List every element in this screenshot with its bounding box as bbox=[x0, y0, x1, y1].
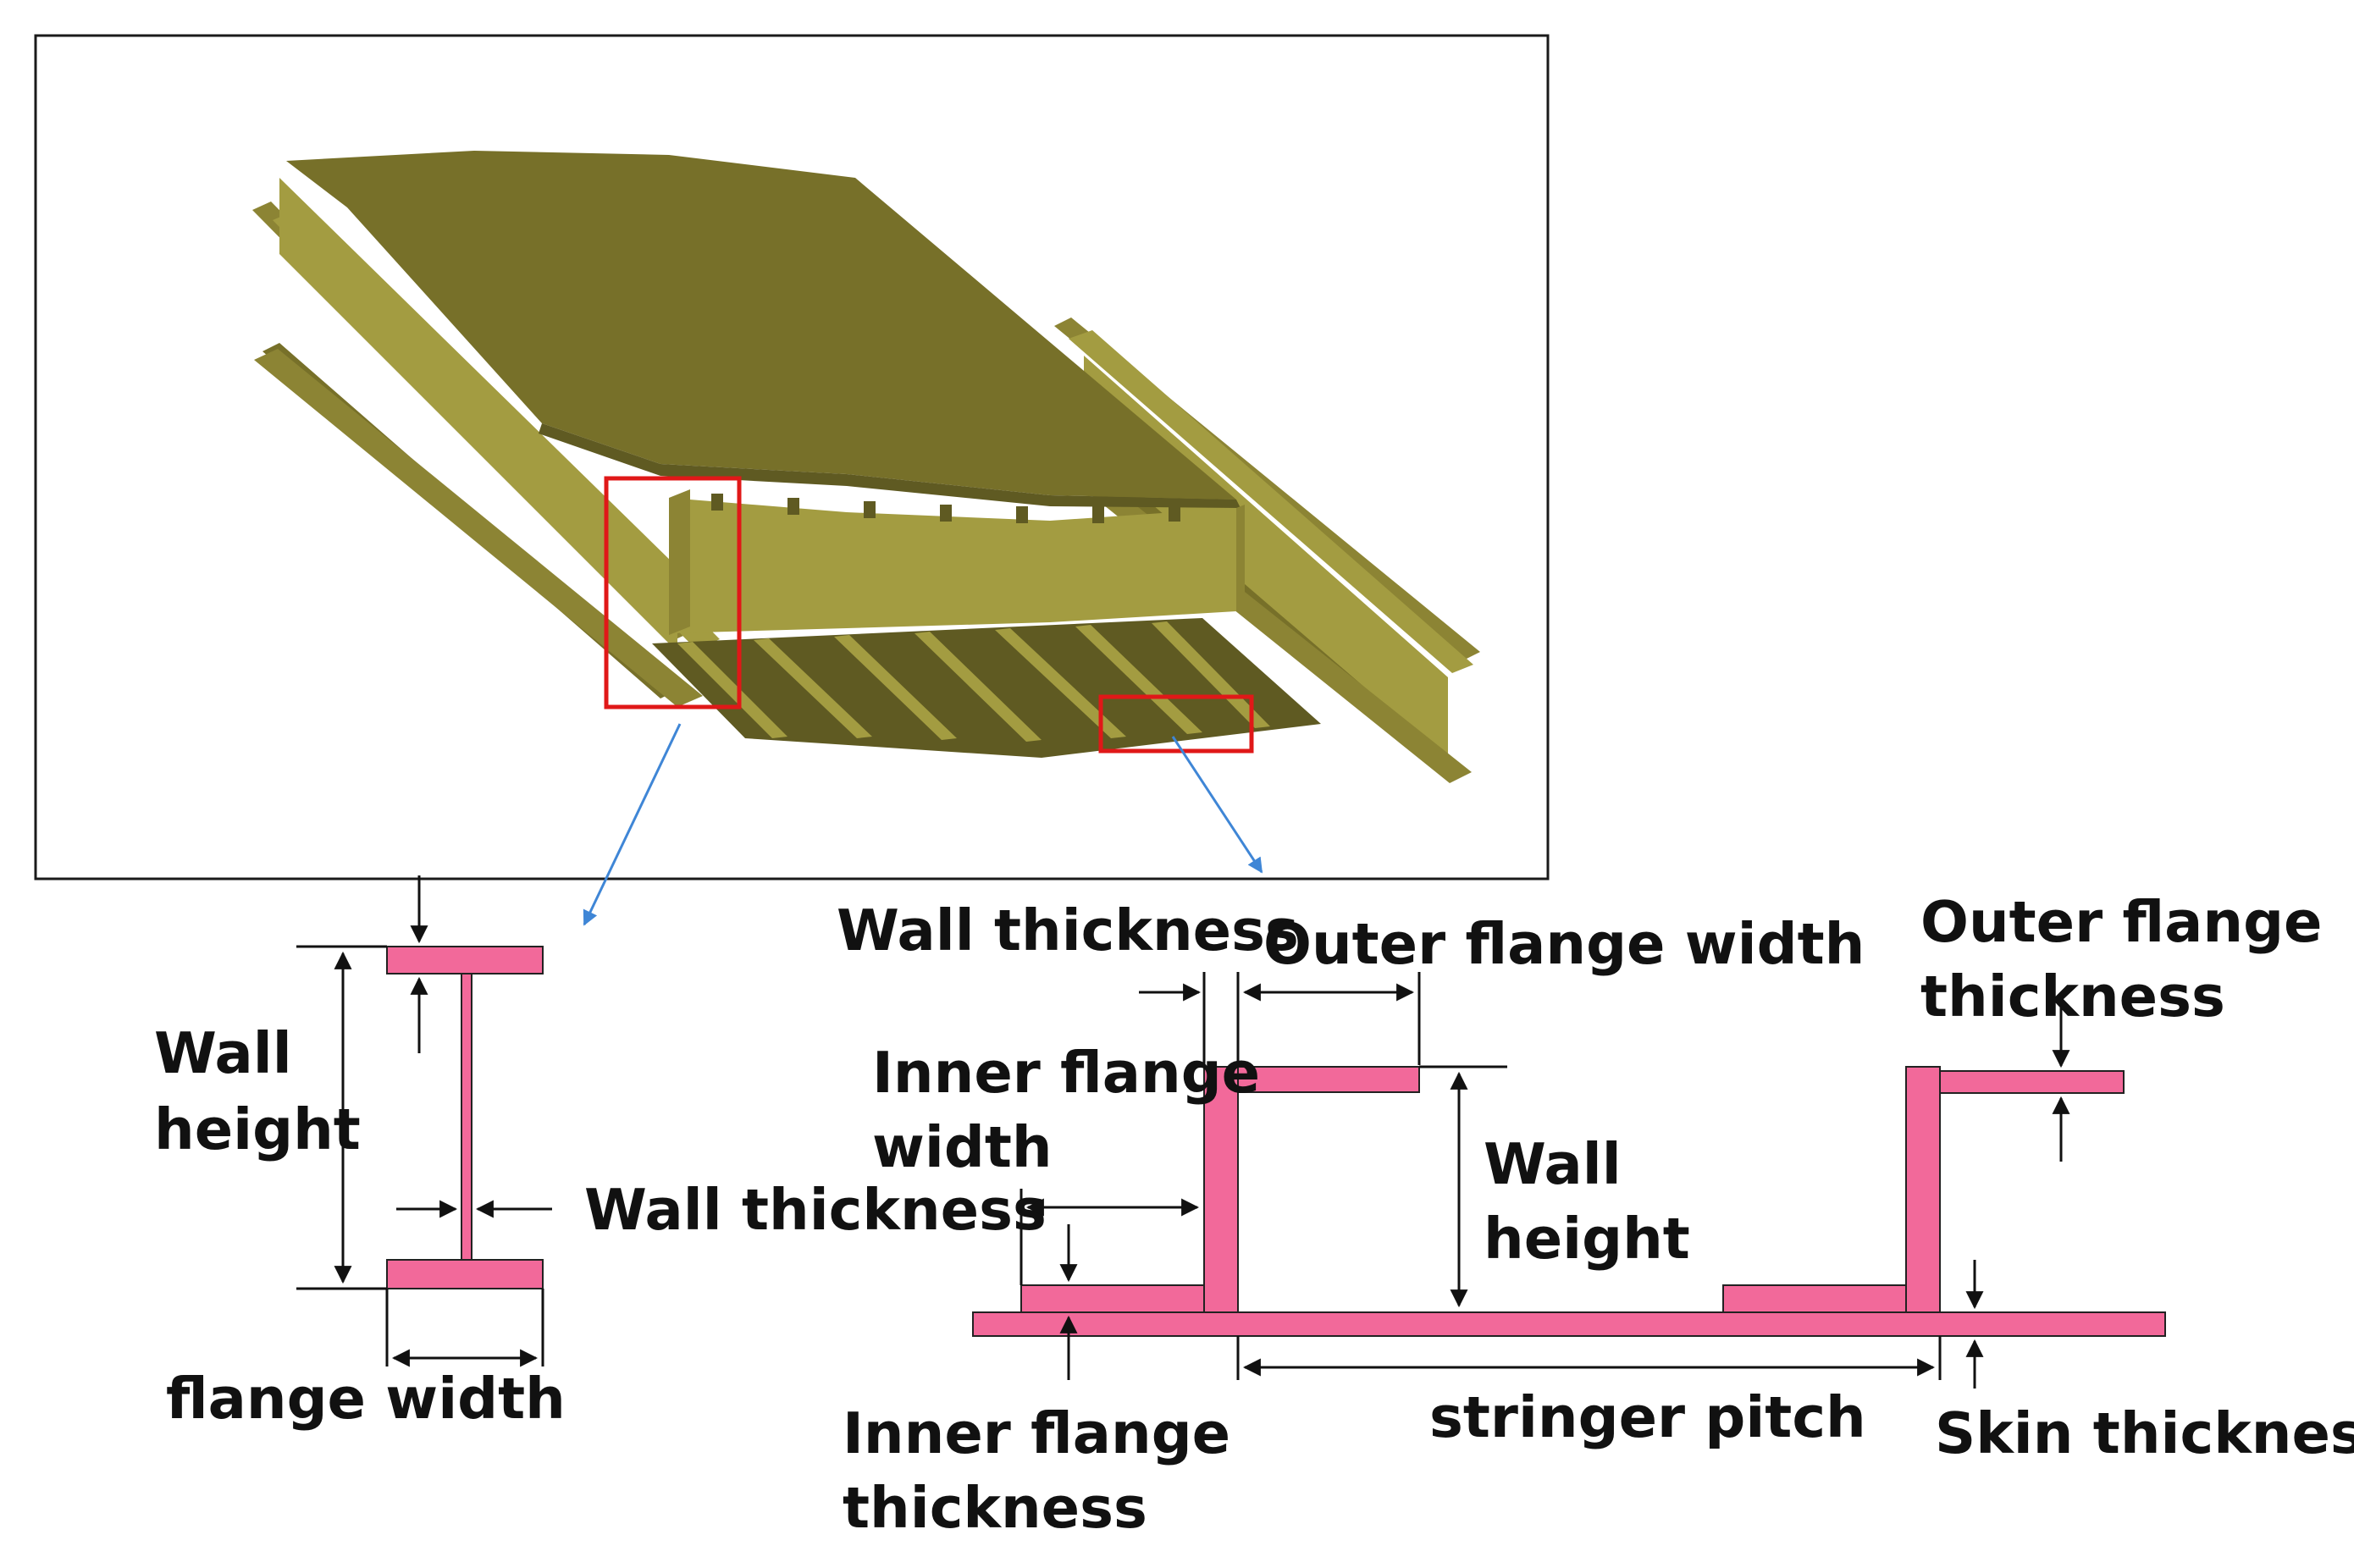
stringer-wall-height-line1: Wall bbox=[1484, 1131, 1622, 1197]
rib-stringer-cutouts bbox=[711, 494, 1180, 523]
i-section-wall-thickness-label: Wall thickness bbox=[584, 1177, 1047, 1243]
stringer-pitch-label: stringer pitch bbox=[1429, 1384, 1866, 1450]
inner-flange-width-label: Inner flange width bbox=[872, 1040, 1279, 1180]
outer-flange-width-label: Outer flange width bbox=[1263, 911, 1865, 977]
stringer-wall-thickness-label: Wall thickness bbox=[837, 897, 1299, 963]
i-section-dimensions bbox=[296, 875, 552, 1367]
rib bbox=[669, 489, 1245, 635]
stringer-1-wall bbox=[1203, 1066, 1239, 1313]
skin-plate bbox=[972, 1311, 2166, 1337]
highlight-box-stringer bbox=[1098, 694, 1254, 754]
stringer-wall-height-label: Wall height bbox=[1484, 1131, 1690, 1272]
inner-flange-thickness-line2: thickness bbox=[843, 1475, 1147, 1541]
i-section-bottom-flange bbox=[386, 1259, 544, 1289]
i-section-wall-height-line2: height bbox=[154, 1096, 361, 1162]
skin-thickness-label: Skin thickness bbox=[1935, 1400, 2354, 1466]
i-section-web bbox=[461, 973, 472, 1261]
top-skin-edge bbox=[539, 423, 1241, 508]
i-section-wall-height-line1: Wall bbox=[154, 1020, 292, 1086]
highlight-box-spar bbox=[604, 476, 742, 709]
top-skin bbox=[286, 151, 1236, 500]
inner-flange-width-line1: Inner flange bbox=[872, 1040, 1260, 1106]
callout-arrow-i-section bbox=[583, 723, 682, 926]
outer-flange-thickness-line2: thickness bbox=[1920, 963, 2225, 1030]
outer-flange-thickness-label: Outer flange thickness bbox=[1920, 889, 2342, 1030]
outer-flange-thickness-line1: Outer flange bbox=[1920, 889, 2322, 955]
inner-flange-thickness-line1: Inner flange bbox=[843, 1400, 1230, 1466]
stringer-1-outer-flange bbox=[1237, 1066, 1420, 1093]
model-view bbox=[34, 34, 1550, 881]
stringer-1-inner-flange bbox=[1020, 1284, 1205, 1313]
stringer-2-wall bbox=[1905, 1066, 1941, 1313]
i-section-top-flange bbox=[386, 946, 544, 974]
stringers bbox=[677, 621, 1270, 742]
stringer-2-inner-flange bbox=[1722, 1284, 1907, 1313]
inner-flange-thickness-label: Inner flange thickness bbox=[843, 1400, 1250, 1541]
bottom-skin bbox=[652, 618, 1321, 758]
callout-arrow-stringer-section bbox=[1171, 736, 1263, 874]
inner-flange-width-line2: width bbox=[872, 1114, 1053, 1180]
stringer-2-outer-flange bbox=[1939, 1070, 2125, 1094]
stringer-section-dimensions bbox=[1020, 972, 2070, 1389]
i-section-flange-width-label: flange width bbox=[166, 1366, 566, 1432]
stringer-wall-height-line2: height bbox=[1484, 1206, 1690, 1272]
i-section-diagram: Wall height Wall thickness flange width bbox=[154, 875, 1047, 1432]
stringer-section-diagram: Wall thickness Outer flange width Outer … bbox=[837, 889, 2354, 1541]
i-section-wall-height-label: Wall height bbox=[154, 1020, 361, 1162]
